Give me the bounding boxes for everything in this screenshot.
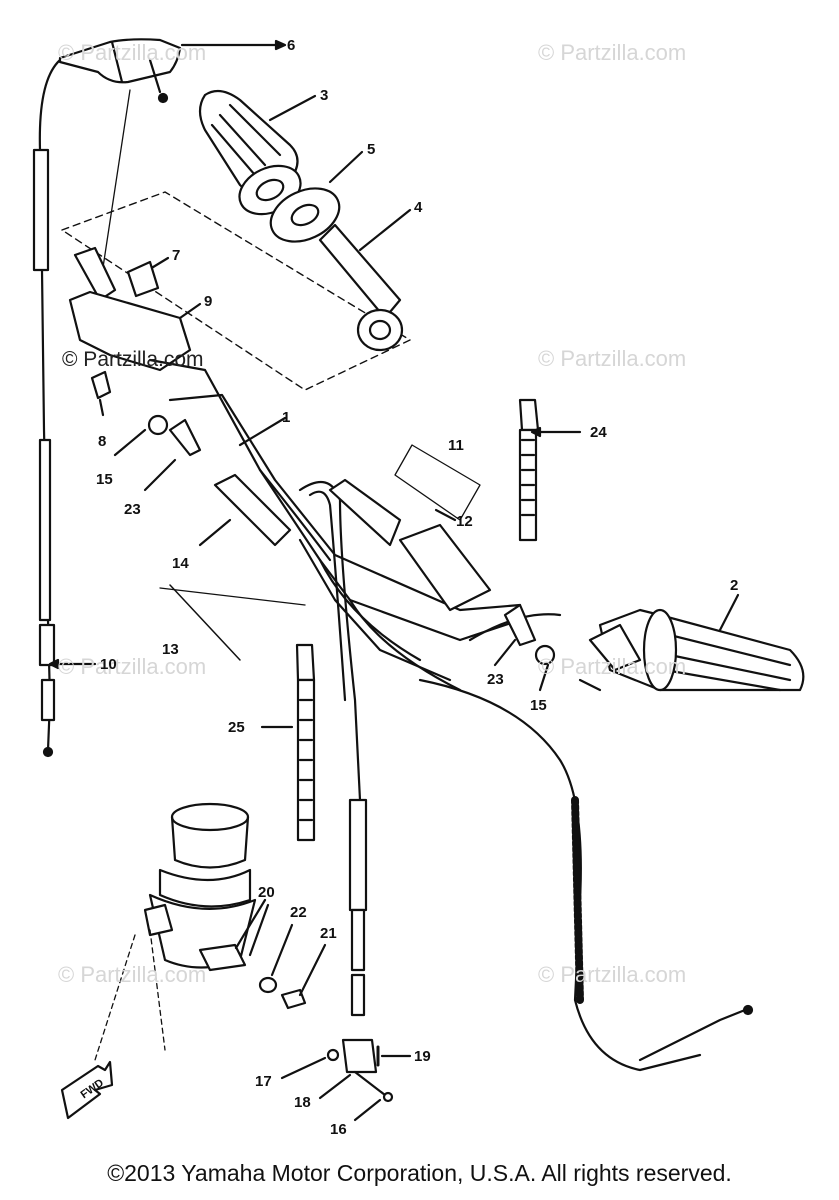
throttle-cable (32, 58, 62, 758)
part-label-14: 14 (172, 555, 189, 572)
part-label-22: 22 (290, 904, 307, 921)
cable-housing-6 (58, 38, 287, 104)
part-label-23: 23 (124, 501, 141, 518)
watermark: © Partzilla.com (538, 40, 687, 65)
part-label-20: 20 (258, 884, 275, 901)
watermark: © Partzilla.com (538, 346, 687, 371)
part-label-1: 1 (282, 409, 291, 426)
copyright-footer: ©2013 Yamaha Motor Corporation, U.S.A. A… (107, 1160, 732, 1186)
part-label-9: 9 (204, 293, 213, 310)
throttle-housing (68, 246, 192, 400)
grip-2 (588, 593, 805, 692)
part-label-23-right: 23 (487, 671, 504, 688)
part-label-5: 5 (367, 141, 376, 158)
part-label-12: 12 (456, 513, 473, 530)
parts-diagram: FWD © Partzilla.com © Partzilla.com © Pa… (32, 37, 805, 1138)
part-label-15: 15 (96, 471, 113, 488)
part-label-8: 8 (98, 433, 107, 450)
handlebar (148, 358, 562, 692)
part-label-19: 19 (414, 1048, 431, 1065)
watermark: © Partzilla.com (58, 654, 207, 679)
part-label-24: 24 (590, 424, 607, 441)
fwd-arrow (60, 1060, 114, 1120)
part-label-10: 10 (100, 656, 117, 673)
cable-tie-24 (518, 398, 582, 542)
part-label-3: 3 (320, 87, 329, 104)
part-label-6: 6 (287, 37, 296, 54)
part-label-4: 4 (414, 199, 423, 216)
part-label-17: 17 (255, 1073, 272, 1090)
watermark: © Partzilla.com (58, 40, 207, 65)
part-label-21: 21 (320, 925, 337, 942)
handlebar-exploded-view (32, 38, 805, 1122)
watermark: © Partzilla.com (538, 654, 687, 679)
part-label-13: 13 (162, 641, 179, 658)
part-label-7: 7 (172, 247, 181, 264)
cable-tie-25 (260, 643, 316, 842)
part-label-2: 2 (730, 577, 739, 594)
part-label-25: 25 (228, 719, 245, 736)
part-label-18: 18 (294, 1094, 311, 1111)
part-label-15-right: 15 (530, 697, 547, 714)
watermark: © Partzilla.com (58, 962, 207, 987)
watermark: © Partzilla.com (538, 962, 687, 987)
watermark-dark: © Partzilla.com (62, 348, 204, 371)
part-label-16: 16 (330, 1121, 347, 1138)
part-label-11: 11 (448, 437, 464, 454)
carburetor-joint (94, 802, 257, 1061)
